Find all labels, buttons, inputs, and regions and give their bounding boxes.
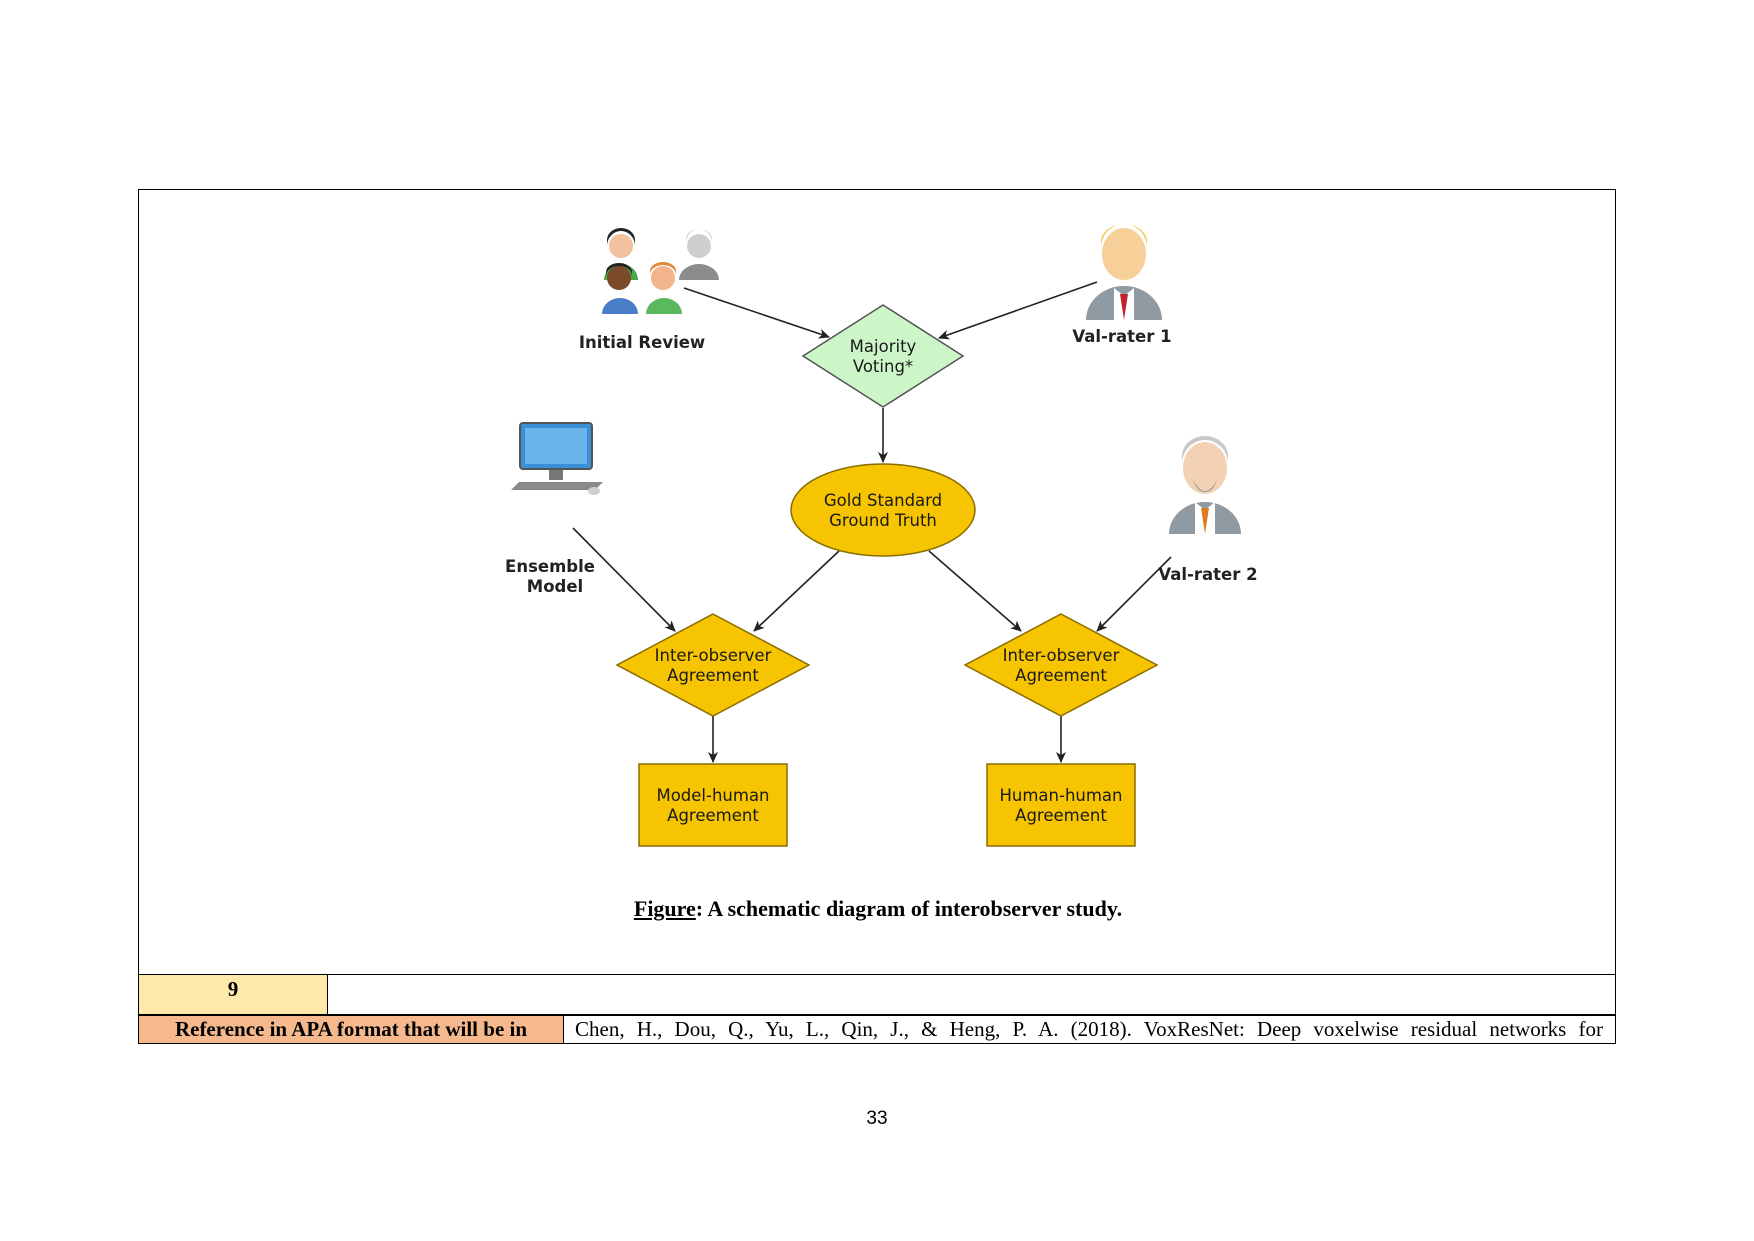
val-rater-1-avatar-icon bbox=[1086, 224, 1162, 320]
human-human-line2: Agreement bbox=[1015, 806, 1107, 825]
inter-observer-left-line1: Inter-observer bbox=[655, 646, 772, 665]
arrow-gold-to-right-agreement bbox=[928, 550, 1022, 632]
caption-text: : A schematic diagram of interobserver s… bbox=[695, 896, 1123, 921]
ensemble-model-label-line1: Ensemble bbox=[505, 557, 595, 576]
arrows bbox=[572, 281, 1172, 763]
arrow-val-rater-2-to-right-agreement bbox=[1096, 556, 1172, 632]
figure-caption: Figure: A schematic diagram of interobse… bbox=[139, 896, 1617, 922]
model-human-line1: Model-human bbox=[656, 786, 769, 805]
page-number: 33 bbox=[866, 1108, 888, 1129]
reference-value-cell: Chen, H., Dou, Q., Yu, L., Qin, J., & He… bbox=[575, 1017, 1603, 1041]
inter-observer-left-line2: Agreement bbox=[667, 666, 759, 685]
figure-box: Majority Voting* Gold Standard Ground Tr… bbox=[138, 189, 1616, 975]
table-row-number: 9 bbox=[138, 975, 1616, 1015]
val-rater-2-avatar-icon bbox=[1169, 436, 1241, 534]
computer-icon bbox=[511, 422, 603, 495]
inter-observer-agreement-left-diamond: Inter-observer Agreement bbox=[615, 613, 811, 717]
caption-label: Figure bbox=[633, 896, 696, 921]
model-human-line2: Agreement bbox=[667, 806, 759, 825]
human-human-agreement-box: Human-human Agreement bbox=[986, 763, 1136, 847]
majority-voting-line1: Majority bbox=[850, 337, 917, 356]
reference-label-cell: Reference in APA format that will be in bbox=[139, 1016, 564, 1043]
inter-observer-right-line1: Inter-observer bbox=[1003, 646, 1120, 665]
val-rater-2-label: Val-rater 2 bbox=[1158, 565, 1257, 584]
interobserver-diagram: Majority Voting* Gold Standard Ground Tr… bbox=[505, 224, 1258, 847]
majority-voting-line2: Voting* bbox=[853, 357, 913, 376]
initial-review-label: Initial Review bbox=[579, 333, 705, 352]
gold-standard-line2: Ground Truth bbox=[829, 511, 937, 530]
arrow-initial-review-to-voting bbox=[683, 287, 830, 339]
val-rater-1-label: Val-rater 1 bbox=[1072, 327, 1171, 346]
majority-voting-diamond: Majority Voting* bbox=[801, 304, 965, 408]
gold-standard-ellipse: Gold Standard Ground Truth bbox=[790, 463, 976, 557]
table-row-reference: Reference in APA format that will be in … bbox=[138, 1015, 1616, 1044]
inter-observer-right-line2: Agreement bbox=[1015, 666, 1107, 685]
arrow-model-to-left-agreement bbox=[572, 527, 676, 632]
ensemble-model-label-line2: Model bbox=[527, 577, 583, 596]
model-human-agreement-box: Model-human Agreement bbox=[638, 763, 788, 847]
inter-observer-agreement-right-diamond: Inter-observer Agreement bbox=[963, 613, 1159, 717]
arrow-val-rater-1-to-voting bbox=[938, 281, 1098, 340]
arrow-gold-to-left-agreement bbox=[753, 550, 840, 632]
human-human-line1: Human-human bbox=[999, 786, 1122, 805]
group-people-icon bbox=[602, 228, 719, 314]
gold-standard-line1: Gold Standard bbox=[824, 491, 942, 510]
row-number-cell: 9 bbox=[139, 975, 328, 1014]
